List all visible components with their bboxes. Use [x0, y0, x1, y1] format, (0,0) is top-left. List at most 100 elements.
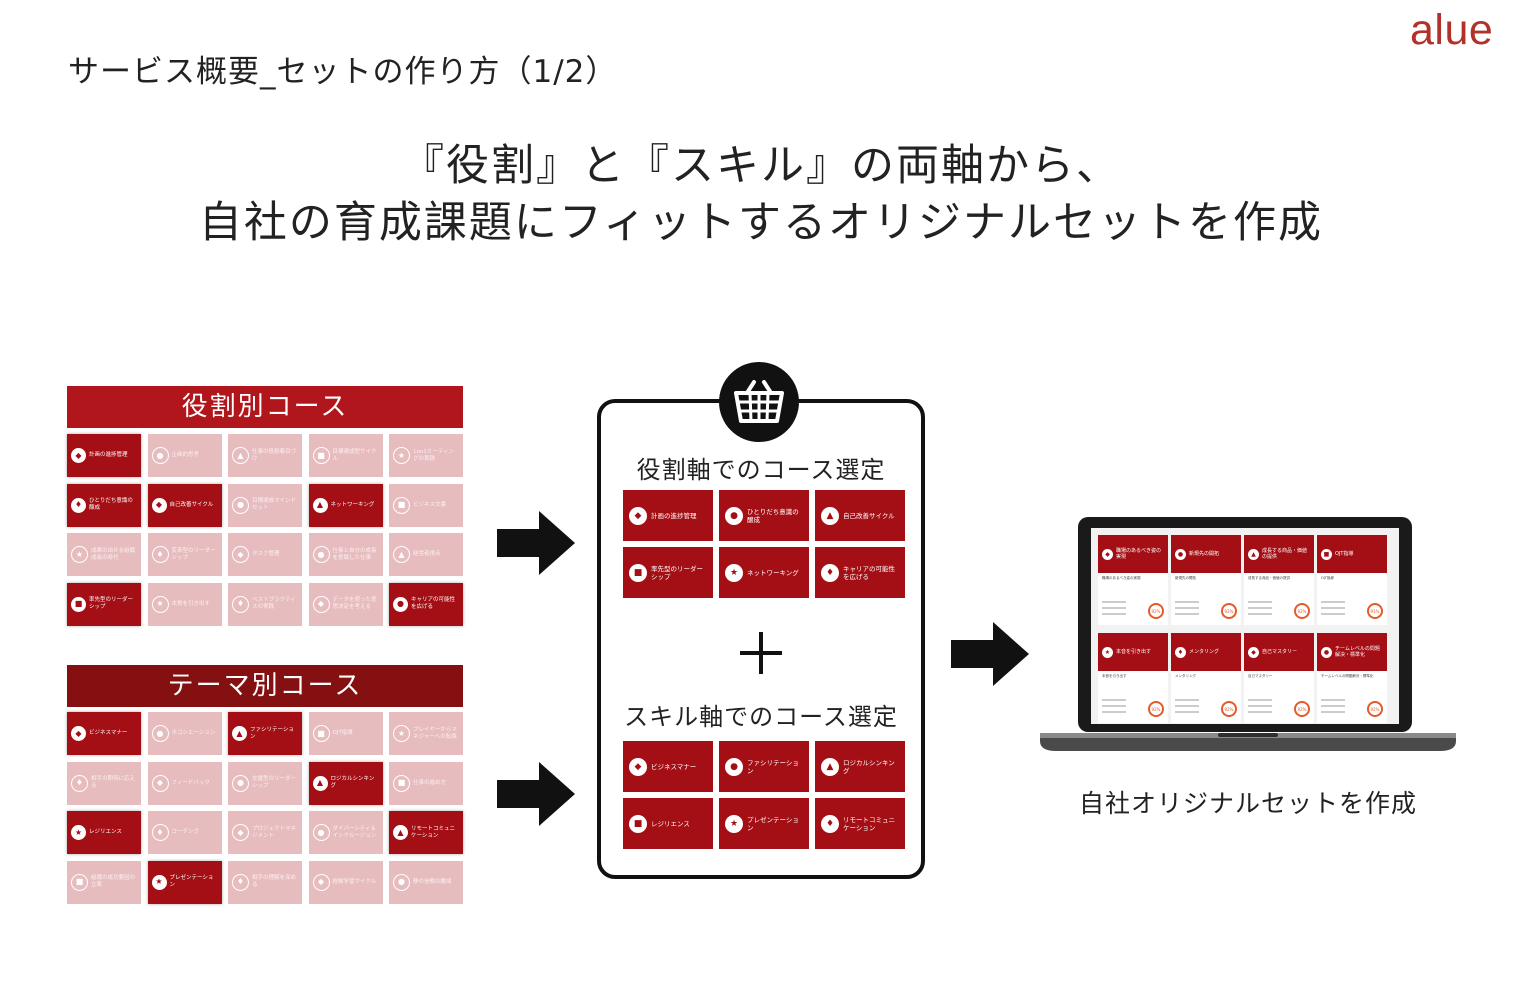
course-tile[interactable]: ■率先型のリーダーシップ [67, 582, 141, 626]
course-tile[interactable]: ◆タスク管理 [228, 533, 302, 576]
course-tile[interactable]: ■OJT指導 [308, 712, 383, 755]
course-tile[interactable]: ▲経営者視点 [389, 533, 463, 576]
course-tile[interactable]: ♦ひとりだち意識の醸成 [67, 483, 141, 527]
course-tile[interactable]: ●ダイバーシティ＆インクルージョン [308, 811, 383, 854]
selected-course-tile[interactable]: ▲自己改善サイクル [815, 490, 905, 541]
course-tile[interactable]: ▲仕事の役割着目づけ [228, 434, 302, 477]
course-icon: ♦ [151, 546, 169, 563]
selected-course-tile[interactable]: ♦キャリアの可能性を広げる [815, 547, 905, 598]
course-tile[interactable]: ◆自己改善サイクル [147, 483, 222, 527]
selected-course-tile[interactable]: ★ネットワーキング [719, 547, 809, 598]
selected-course-tile[interactable]: ★プレゼンテーション [719, 798, 809, 849]
set-course-card-lines [1175, 597, 1199, 615]
course-icon: ◆ [232, 546, 249, 563]
laptop-caption: 自社オリジナルセットを作成 [1078, 789, 1417, 818]
set-course-card-title: 自己マスタリー [1262, 649, 1298, 655]
role-courses-header: 役割別コース [67, 386, 463, 428]
theme-courses-grid: ◆ビジネスマナー●ネゴシエーション▲ファシリテーション■OJT指導★プレイヤーか… [67, 712, 463, 904]
course-tile[interactable]: ■仕事の進め方 [389, 761, 463, 805]
arrow-right-icon [497, 762, 575, 826]
set-course-card-title: メンタリング [1189, 649, 1220, 655]
course-tile[interactable]: ♦変革型のリーダーシップ [147, 533, 222, 576]
course-tile-label: フィードバック [171, 779, 210, 786]
course-tile[interactable]: ◆プロジェクトマネジメント [228, 811, 302, 854]
course-tile[interactable]: ●企画的思考 [147, 434, 222, 477]
course-tile[interactable]: ♦コーチング [147, 811, 222, 854]
selected-course-label: ファシリテーション [747, 758, 799, 775]
course-icon: ● [725, 757, 743, 776]
course-tile-label: 仕事の進め方 [413, 779, 447, 786]
selected-course-tile[interactable]: ▲ロジカルシンキング [815, 741, 905, 792]
course-tile[interactable]: ■組織の成功要因の立案 [67, 860, 141, 904]
course-tile[interactable]: ▲ネットワーキング [308, 483, 383, 527]
course-tile-label: ビジネス文書 [413, 501, 447, 508]
course-tile[interactable]: ◆フィードバック [147, 761, 222, 805]
course-tile[interactable]: ◆経験学習サイクル [308, 860, 383, 904]
course-tile[interactable]: ♦ベストプラクティスの実践 [228, 582, 302, 626]
course-tile[interactable]: ◆計画の進捗管理 [67, 434, 141, 477]
course-tile-label: 成果の出せる組織成長の時代 [91, 547, 136, 561]
course-tile[interactable]: ◆ビジネスマナー [67, 712, 141, 755]
course-tile[interactable]: ●仕事と自分の成長を意識した仕事 [308, 533, 383, 576]
set-course-card-lines [1248, 597, 1272, 615]
course-tile[interactable]: ●キャリアの可能性を広げる [389, 582, 463, 626]
selected-course-tile[interactable]: ♦リモートコミュニケーション [815, 798, 905, 849]
selected-course-tile[interactable]: ●ファシリテーション [719, 741, 809, 792]
course-icon: ◆ [312, 595, 330, 613]
course-tile[interactable]: ▲ファシリテーション [228, 712, 302, 755]
course-icon: ★ [725, 814, 743, 833]
selected-course-tile[interactable]: ●ひとりだち意識の醸成 [719, 490, 809, 541]
course-tile[interactable]: ★成果の出せる組織成長の時代 [67, 533, 141, 576]
role-selected-grid: ◆計画の進捗管理●ひとりだち意識の醸成▲自己改善サイクル ■率先型のリーダーシップ… [623, 490, 905, 598]
course-tile[interactable]: ★プレゼンテーション [147, 860, 222, 904]
set-course-card-header: ★本音を引き出す [1098, 633, 1168, 671]
course-icon: ■ [1321, 548, 1332, 560]
course-icon: ● [725, 506, 743, 525]
role-courses-grid: ◆計画の進捗管理●企画的思考▲仕事の役割着目づけ■目標達成型サイクル★1on1ミ… [67, 434, 463, 626]
course-tile[interactable]: ●支援型のリーダーシップ [228, 761, 302, 805]
course-tile[interactable]: ★本質を引き出す [147, 582, 222, 626]
selected-course-tile[interactable]: ■率先型のリーダーシップ [623, 547, 713, 598]
course-tile-label: 経験学習サイクル [332, 878, 377, 885]
course-tile[interactable]: ◆データを使った意思決定を考える [308, 582, 383, 626]
course-tile[interactable]: ●静の信頼の醸成 [389, 860, 463, 904]
course-tile[interactable]: ▲ロジカルシンキング [308, 761, 383, 805]
selected-course-tile[interactable]: ◆計画の進捗管理 [623, 490, 713, 541]
course-tile[interactable]: ■ビジネス文書 [389, 483, 463, 527]
course-tile-label: 仕事の役割着目づけ [252, 448, 297, 462]
course-icon: ● [312, 824, 330, 841]
selected-course-label: レジリエンス [651, 819, 690, 828]
shopping-basket-icon [719, 362, 799, 442]
headline-line-2: 自社の育成課題にフィットするオリジナルセットを作成 [198, 198, 1324, 248]
course-tile[interactable]: ●ネゴシエーション [147, 712, 222, 755]
course-tile[interactable]: ♦相手の期待に応える [67, 761, 141, 805]
course-tile[interactable]: ♦相手の理解を深める [228, 860, 302, 904]
course-tile-label: 経営者視点 [413, 551, 441, 557]
course-tile-label: レジリエンス [89, 829, 122, 835]
course-tile[interactable]: ■目標達成型サイクル [308, 434, 383, 477]
selected-course-tile[interactable]: ■レジリエンス [623, 798, 713, 849]
course-tile[interactable]: ★プレイヤーからマネジャーへの転換 [389, 712, 463, 755]
selected-course-tile[interactable]: ◆ビジネスマナー [623, 741, 713, 792]
course-tile[interactable]: ▲リモートコミュニケーション [389, 811, 463, 854]
course-tile-label: 率先型のリーダーシップ [89, 597, 134, 610]
course-tile[interactable]: ★レジリエンス [67, 811, 141, 854]
set-course-card-lines [1321, 695, 1345, 713]
course-icon: ▲ [1248, 548, 1259, 560]
course-icon: ♦ [71, 497, 86, 513]
course-icon: ★ [393, 447, 410, 464]
course-tile[interactable]: ●目標達成マインドセット [228, 483, 302, 527]
course-tile[interactable]: ★1on1ミーティングの実践 [389, 434, 463, 477]
course-tile-label: ファシリテーション [250, 726, 294, 740]
selected-course-label: リモートコミュニケーション [843, 815, 895, 832]
